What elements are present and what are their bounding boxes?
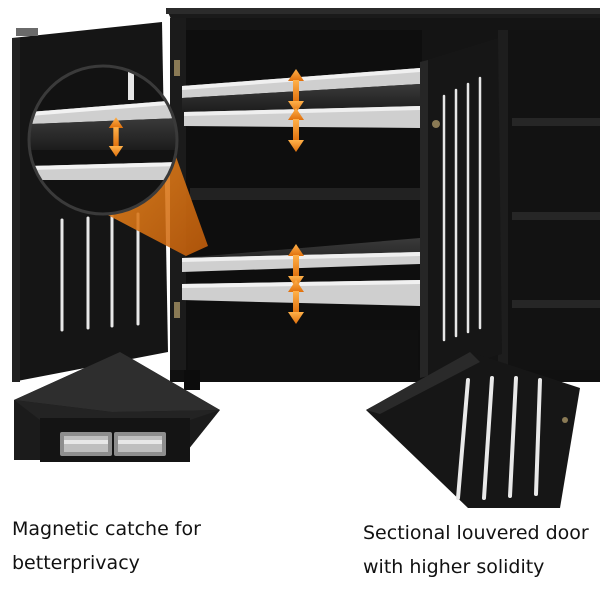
louvered-door-detail <box>366 352 580 508</box>
magnet-icon <box>60 432 166 456</box>
right-door <box>420 38 502 378</box>
magnetic-catch-detail <box>14 352 220 462</box>
louvered-door-caption: Sectional louvered door with higher soli… <box>363 518 589 582</box>
caption-line: Sectional louvered door <box>363 522 589 544</box>
caption-line: betterprivacy <box>12 552 140 574</box>
caption-line: Magnetic catche for <box>12 518 201 540</box>
magnetic-catch-caption: Magnetic catche for betterprivacy <box>12 514 201 578</box>
shelf-zoom-detail <box>27 64 179 216</box>
adjustable-shelves <box>182 68 420 370</box>
caption-line: with higher solidity <box>363 556 545 578</box>
